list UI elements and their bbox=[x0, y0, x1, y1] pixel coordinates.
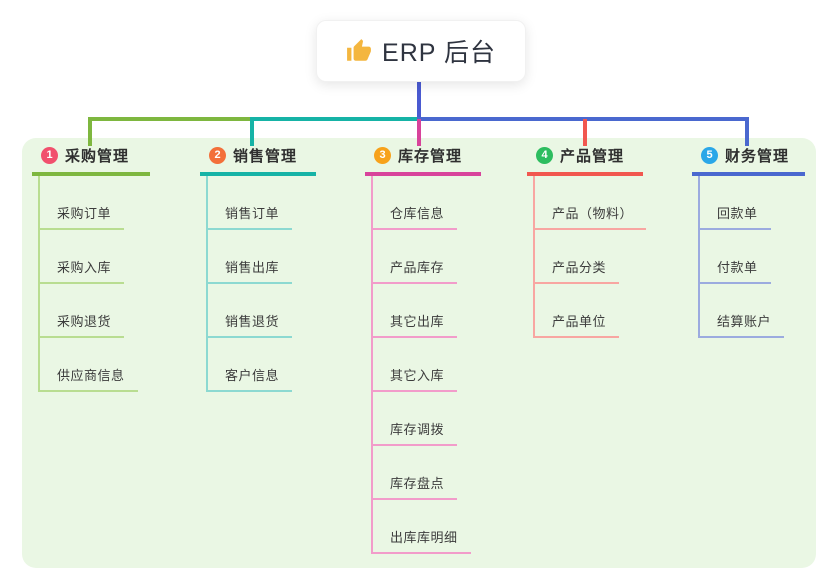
branch-label: 销售管理 bbox=[233, 147, 298, 165]
connector-bus-segment-2 bbox=[250, 117, 419, 121]
child-item[interactable]: 产品库存 bbox=[373, 230, 458, 284]
branch-label: 财务管理 bbox=[725, 147, 790, 165]
child-item[interactable]: 采购入库 bbox=[40, 230, 125, 284]
root-node[interactable]: ERP 后台 bbox=[316, 20, 526, 82]
branch-title[interactable]: 1 采购管理 bbox=[32, 138, 150, 176]
child-item[interactable]: 销售退货 bbox=[208, 284, 293, 338]
connector-drop-3 bbox=[417, 119, 421, 146]
child-label: 采购订单 bbox=[57, 206, 112, 221]
child-label: 销售退货 bbox=[225, 314, 280, 329]
child-label: 其它出库 bbox=[390, 314, 445, 329]
child-item[interactable]: 销售出库 bbox=[208, 230, 293, 284]
child-label: 库存调拨 bbox=[390, 422, 445, 437]
branch-children: 产品（物料） 产品分类产品单位 bbox=[533, 176, 647, 338]
child-label: 销售订单 bbox=[225, 206, 280, 221]
branch-number-badge: 4 bbox=[536, 146, 553, 164]
child-item[interactable]: 其它入库 bbox=[373, 338, 458, 392]
child-item[interactable]: 产品（物料） bbox=[535, 176, 647, 230]
connector-drop-1 bbox=[88, 117, 92, 146]
child-item[interactable]: 产品单位 bbox=[535, 284, 620, 338]
connector-drop-2 bbox=[250, 119, 254, 146]
branch-node: 3 库存管理 仓库信息产品库存其它出库其它入库库存调拨库存盘点出库库明细 bbox=[365, 138, 481, 554]
branch-node: 4 产品管理 产品（物料） 产品分类产品单位 bbox=[527, 138, 647, 338]
child-label: 回款单 bbox=[717, 206, 758, 221]
branch-number-badge: 5 bbox=[701, 146, 718, 164]
branches-panel: 1 采购管理 采购订单采购入库采购退货供应商信息 2 销售管理 销售订单销售出库… bbox=[22, 138, 816, 568]
child-item[interactable]: 客户信息 bbox=[208, 338, 293, 392]
child-item[interactable]: 销售订单 bbox=[208, 176, 293, 230]
child-label: 采购退货 bbox=[57, 314, 112, 329]
child-label: 客户信息 bbox=[225, 368, 280, 383]
branch-title[interactable]: 2 销售管理 bbox=[200, 138, 316, 176]
connector-root-vertical bbox=[417, 82, 421, 118]
branch-number-badge: 1 bbox=[41, 146, 58, 164]
branch-node: 5 财务管理 回款单付款单结算账户 bbox=[692, 138, 805, 338]
connector-drop-4 bbox=[583, 119, 587, 146]
branch-label: 采购管理 bbox=[65, 147, 130, 165]
branch-title[interactable]: 4 产品管理 bbox=[527, 138, 643, 176]
child-item[interactable]: 出库库明细 bbox=[373, 500, 471, 554]
child-item[interactable]: 仓库信息 bbox=[373, 176, 458, 230]
branch-children: 销售订单销售出库销售退货客户信息 bbox=[206, 176, 316, 392]
child-item[interactable]: 库存调拨 bbox=[373, 392, 458, 446]
child-label: 结算账户 bbox=[717, 314, 772, 329]
branch-title[interactable]: 5 财务管理 bbox=[692, 138, 805, 176]
child-item[interactable]: 回款单 bbox=[700, 176, 771, 230]
branch-number-badge: 2 bbox=[209, 146, 226, 164]
connector-bus-segment-1 bbox=[88, 117, 254, 121]
child-label: 产品分类 bbox=[552, 260, 607, 275]
child-item[interactable]: 采购订单 bbox=[40, 176, 125, 230]
child-item[interactable]: 其它出库 bbox=[373, 284, 458, 338]
branch-title[interactable]: 3 库存管理 bbox=[365, 138, 481, 176]
child-label: 销售出库 bbox=[225, 260, 280, 275]
connector-drop-5 bbox=[745, 117, 749, 146]
child-label: 出库库明细 bbox=[390, 530, 458, 545]
child-label: 其它入库 bbox=[390, 368, 445, 383]
branch-children: 回款单付款单结算账户 bbox=[698, 176, 805, 338]
branch-node: 1 采购管理 采购订单采购入库采购退货供应商信息 bbox=[32, 138, 150, 392]
branch-label: 库存管理 bbox=[398, 147, 463, 165]
branch-node: 2 销售管理 销售订单销售出库销售退货客户信息 bbox=[200, 138, 316, 392]
child-label: 产品库存 bbox=[390, 260, 445, 275]
child-item[interactable]: 产品分类 bbox=[535, 230, 620, 284]
child-label: 供应商信息 bbox=[57, 368, 125, 383]
child-label: 库存盘点 bbox=[390, 476, 445, 491]
branch-label: 产品管理 bbox=[560, 147, 625, 165]
branch-number-badge: 3 bbox=[374, 146, 391, 164]
branch-children: 采购订单采购入库采购退货供应商信息 bbox=[38, 176, 150, 392]
thumbs-up-icon bbox=[346, 38, 372, 64]
child-item[interactable]: 付款单 bbox=[700, 230, 771, 284]
child-item[interactable]: 库存盘点 bbox=[373, 446, 458, 500]
child-label: 付款单 bbox=[717, 260, 758, 275]
child-item[interactable]: 采购退货 bbox=[40, 284, 125, 338]
child-item[interactable]: 供应商信息 bbox=[40, 338, 138, 392]
child-label: 产品单位 bbox=[552, 314, 607, 329]
child-label: 仓库信息 bbox=[390, 206, 445, 221]
child-label: 产品（物料） bbox=[552, 206, 634, 221]
child-label: 采购入库 bbox=[57, 260, 112, 275]
child-item[interactable]: 结算账户 bbox=[700, 284, 785, 338]
root-label: ERP 后台 bbox=[382, 39, 496, 67]
branch-children: 仓库信息产品库存其它出库其它入库库存调拨库存盘点出库库明细 bbox=[371, 176, 481, 554]
